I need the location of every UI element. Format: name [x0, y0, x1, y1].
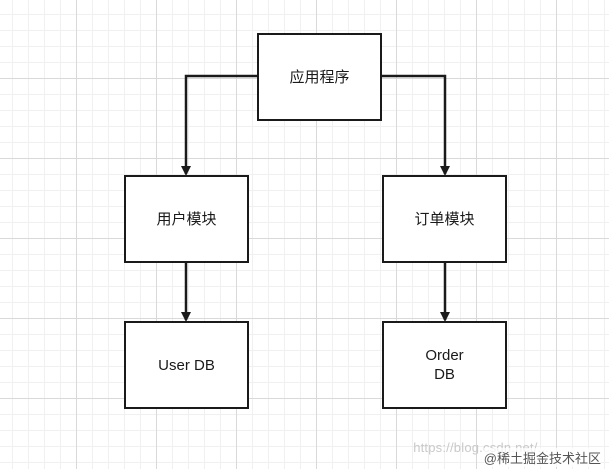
node-app-label: 应用程序 — [289, 68, 350, 86]
node-user-module-label: 用户模块 — [156, 210, 217, 228]
node-app[interactable]: 应用程序 — [257, 33, 382, 121]
node-order-db[interactable]: Order DB — [382, 321, 507, 409]
node-order-module[interactable]: 订单模块 — [382, 175, 507, 263]
node-order-module-label: 订单模块 — [414, 210, 475, 228]
edge-app-to-user-module — [181, 74, 257, 176]
node-order-db-label: Order DB — [425, 347, 464, 383]
node-user-db[interactable]: User DB — [124, 321, 249, 409]
node-user-module[interactable]: 用户模块 — [124, 175, 249, 263]
watermark-brand: @稀土掘金技术社区 — [483, 448, 601, 467]
node-user-db-label: User DB — [158, 356, 215, 374]
edge-app-to-order-module — [382, 74, 450, 176]
